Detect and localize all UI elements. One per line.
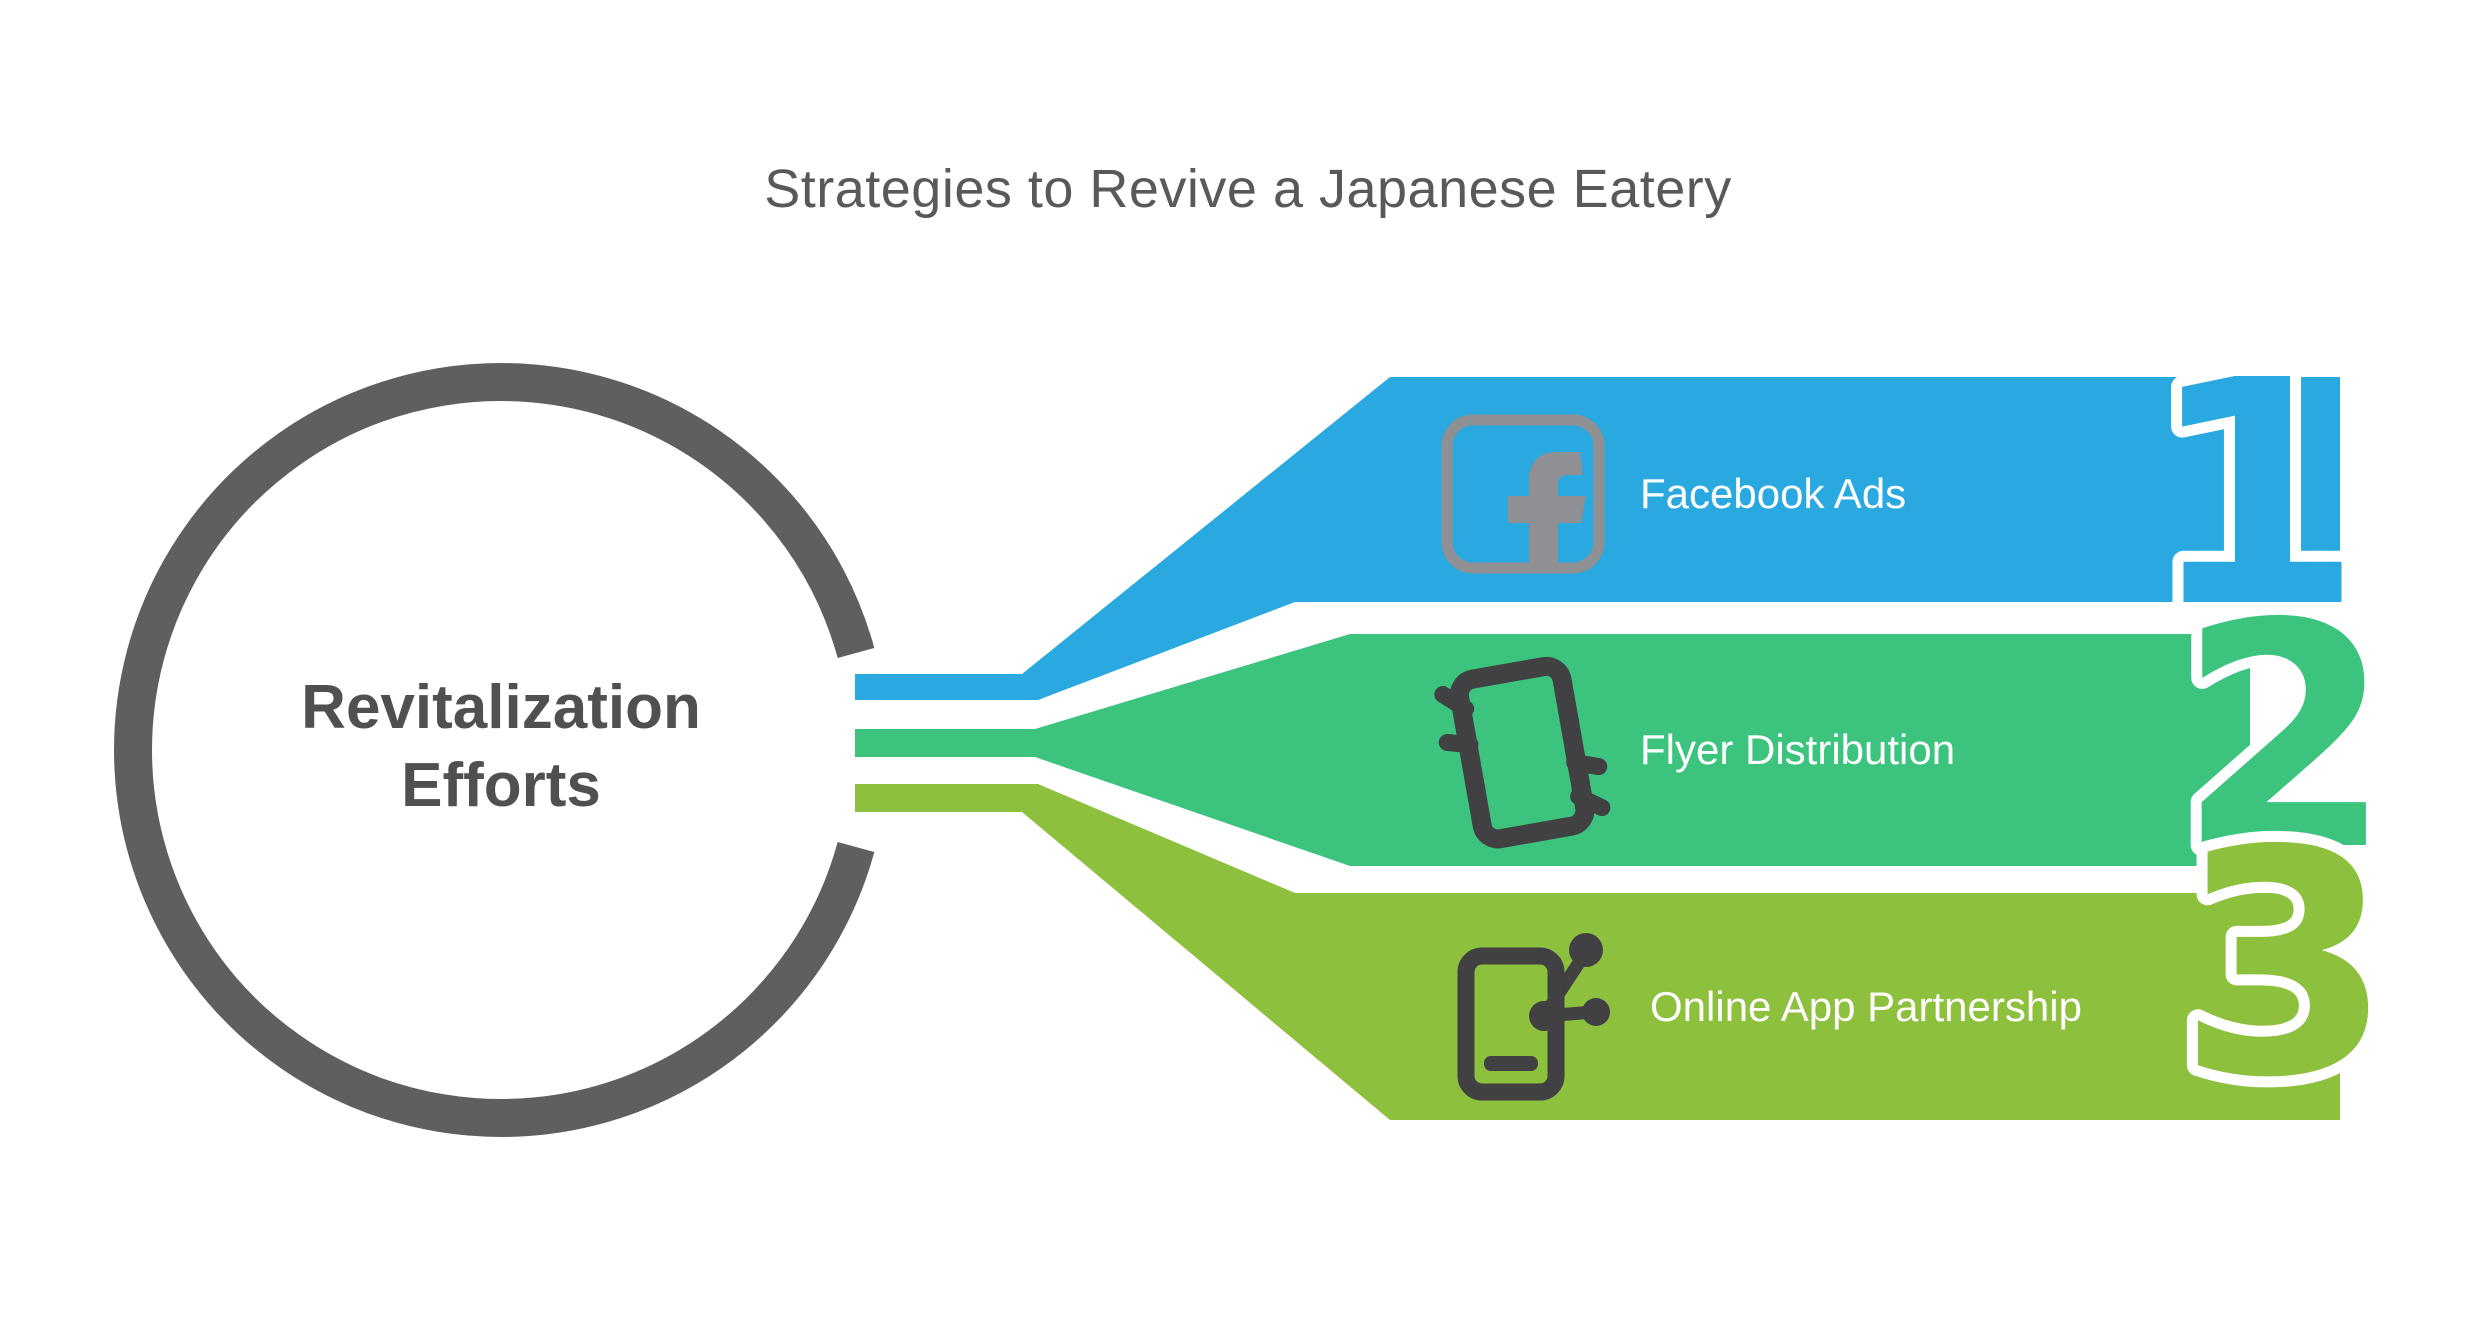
- flyer-icon: [1434, 656, 1611, 849]
- band-number-2: 2: [2177, 558, 2393, 919]
- band-shape-2: [855, 634, 2250, 866]
- band-label-3: Online App Partnership: [1650, 983, 2082, 1030]
- page-title: Strategies to Revive a Japanese Eatery: [764, 159, 1732, 219]
- band-label-2: Flyer Distribution: [1640, 726, 1955, 773]
- band-label-1: Facebook Ads: [1640, 470, 1906, 517]
- band-number-3: 3: [2177, 785, 2393, 1146]
- facebook-icon: [1441, 414, 1605, 574]
- band-online-app-partnership[interactable]: Online App Partnership 3: [855, 774, 2404, 1157]
- center-circle-label: Revitalization Efforts: [301, 673, 701, 820]
- band-number-1: 1: [2147, 315, 2363, 676]
- center-circle-ring: [114, 363, 875, 1137]
- center-label-line1: Revitalization: [301, 673, 701, 742]
- band-flyer-distribution[interactable]: Flyer Distribution 2: [855, 547, 2404, 930]
- center-label-line2: Efforts: [401, 751, 601, 820]
- band-facebook-ads[interactable]: Facebook Ads 1: [855, 304, 2374, 700]
- phone-share-icon: [1457, 933, 1610, 1101]
